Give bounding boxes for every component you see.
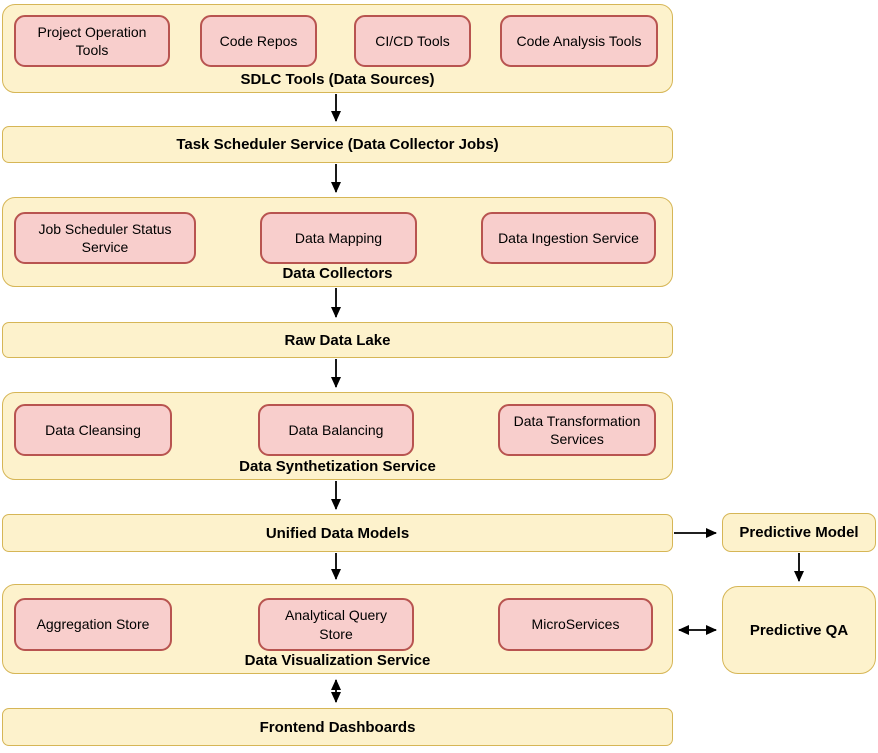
bar-unified-data-models: Unified Data Models: [2, 514, 673, 552]
node-label: Data Balancing: [288, 421, 384, 438]
node-label: Predictive Model: [739, 524, 859, 541]
node-label: Aggregation Store: [36, 616, 150, 633]
node-data-transformation-services: Data Transformation Services: [498, 404, 656, 456]
group-data-synthetization-label: Data Synthetization Service: [239, 458, 436, 475]
node-aggregation-store: Aggregation Store: [14, 598, 172, 651]
group-sdlc-tools-label: SDLC Tools (Data Sources): [240, 71, 435, 88]
node-label: Data Cleansing: [45, 421, 141, 438]
node-code-repos: Code Repos: [200, 15, 317, 67]
node-label: CI/CD Tools: [375, 32, 450, 49]
node-label: Job Scheduler Status Service: [38, 220, 172, 255]
bar-raw-data-lake: Raw Data Lake: [2, 322, 673, 358]
node-label: Data Mapping: [294, 229, 383, 246]
node-label: Data Ingestion Service: [498, 229, 639, 246]
node-cicd-tools: CI/CD Tools: [354, 15, 471, 67]
node-data-balancing: Data Balancing: [258, 404, 414, 456]
node-label: Data Transformation Services: [513, 412, 641, 447]
bar-task-scheduler-service: Task Scheduler Service (Data Collector J…: [2, 126, 673, 163]
node-project-operation-tools: Project Operation Tools: [14, 15, 170, 67]
group-data-collectors-label: Data Collectors: [282, 265, 393, 282]
node-predictive-qa: Predictive QA: [722, 586, 876, 674]
node-analytical-query-store: Analytical Query Store: [258, 598, 414, 651]
node-label: Code Repos: [219, 32, 298, 49]
bar-label: Raw Data Lake: [284, 331, 391, 349]
node-microservices: MicroServices: [498, 598, 653, 651]
bar-label: Unified Data Models: [265, 524, 410, 542]
node-data-cleansing: Data Cleansing: [14, 404, 172, 456]
group-data-visualization-label: Data Visualization Service: [244, 652, 431, 669]
node-data-ingestion-service: Data Ingestion Service: [481, 212, 656, 264]
node-code-analysis-tools: Code Analysis Tools: [500, 15, 658, 67]
node-data-mapping: Data Mapping: [260, 212, 417, 264]
node-label: MicroServices: [531, 616, 620, 633]
node-label: Analytical Query Store: [285, 607, 387, 642]
node-label: Predictive QA: [749, 621, 849, 639]
bar-label: Task Scheduler Service (Data Collector J…: [176, 136, 499, 153]
bar-label: Frontend Dashboards: [259, 718, 416, 736]
node-predictive-model: Predictive Model: [722, 513, 876, 552]
bar-frontend-dashboards: Frontend Dashboards: [2, 708, 673, 746]
node-job-scheduler-status-service: Job Scheduler Status Service: [14, 212, 196, 264]
node-label: Project Operation Tools: [37, 23, 147, 58]
node-label: Code Analysis Tools: [516, 32, 642, 49]
